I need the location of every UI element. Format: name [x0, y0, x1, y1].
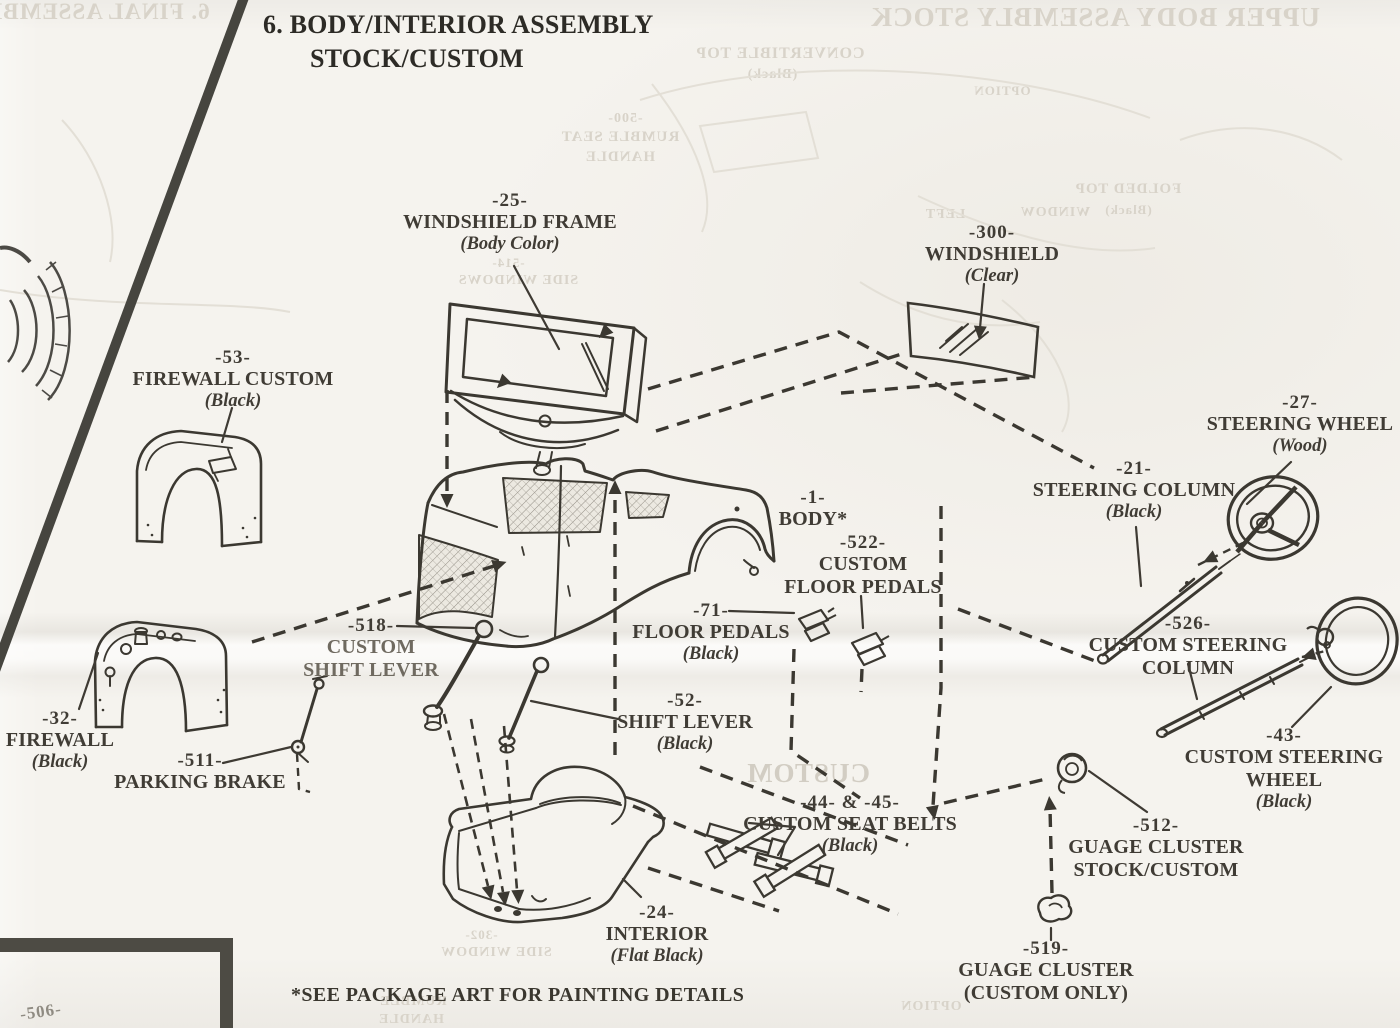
windshield-drawing	[906, 301, 1040, 379]
part-name: WINDSHIELD FRAME	[403, 211, 617, 234]
label-steering-column: -21- STEERING COLUMN (Black)	[1014, 458, 1254, 523]
label-body: -1- BODY*	[743, 487, 883, 531]
part-color-note: (Black)	[31, 752, 89, 773]
part-name: (CUSTOM ONLY)	[963, 982, 1129, 1005]
label-firewall-custom: -53- FIREWALL CUSTOM (Black)	[93, 347, 373, 412]
label-windshield: -300- WINDSHIELD (Clear)	[862, 222, 1122, 287]
label-gauge-cluster-custom: -519- GUAGE CLUSTER (CUSTOM ONLY)	[936, 938, 1156, 1005]
gauge-cluster-custom-drawing	[1037, 894, 1073, 923]
part-number: -24-	[639, 902, 675, 923]
part-name: SHIFT LEVER	[617, 711, 753, 734]
painting-footnote: *SEE PACKAGE ART FOR PAINTING DETAILS	[291, 984, 745, 1006]
part-name: CUSTOM STEERING	[1184, 746, 1384, 769]
label-custom-steering-column: -526- CUSTOM STEERING COLUMN	[1073, 613, 1303, 680]
label-custom-floor-pedals: -522- CUSTOM FLOOR PEDALS	[753, 532, 973, 599]
part-name: BODY*	[778, 508, 848, 531]
part-name: GUAGE CLUSTER	[1068, 836, 1244, 859]
part-number: -512-	[1132, 815, 1180, 836]
part-color-note: (Body Color)	[460, 234, 560, 255]
part-number: -526-	[1164, 613, 1212, 634]
part-name: WHEEL	[1245, 769, 1323, 792]
page-title-line2: STOCK/CUSTOM	[310, 43, 524, 73]
dashed-assembly-lines	[251, 330, 1330, 916]
part-name: COLUMN	[1141, 657, 1235, 680]
part-color-note: (Black)	[1255, 791, 1313, 812]
assembly-direction-arrows	[440, 323, 1317, 906]
part-name: CUSTOM STEERING	[1088, 634, 1288, 657]
part-color-note: (Black)	[821, 836, 879, 857]
custom-floor-pedals-drawing	[850, 631, 890, 667]
part-number: -518-	[347, 615, 395, 636]
part-number: -511-	[177, 750, 223, 771]
part-name: WINDSHIELD	[924, 243, 1060, 266]
label-steering-wheel: -27- STEERING WHEEL (Wood)	[1170, 392, 1400, 457]
part-name: STEERING WHEEL	[1206, 413, 1394, 436]
seat-belts-drawing	[704, 816, 835, 899]
part-color-note: (Clear)	[964, 266, 1020, 287]
page-title: 6. BODY/INTERIOR ASSEMBLY STOCK/CUSTOM	[263, 8, 654, 76]
part-number: -53-	[215, 347, 251, 368]
label-windshield-frame: -25- WINDSHIELD FRAME (Body Color)	[360, 190, 660, 255]
part-name: STOCK/CUSTOM	[1073, 859, 1239, 882]
label-gauge-cluster-stock: -512- GUAGE CLUSTER STOCK/CUSTOM	[1046, 815, 1266, 882]
part-number: -32-	[42, 708, 78, 729]
label-leader-lines	[77, 264, 1333, 942]
windshield-frame-drawing	[444, 302, 648, 476]
part-number: -71-	[693, 600, 729, 621]
part-name: PARKING BRAKE	[114, 771, 286, 794]
page-title-line1: 6. BODY/INTERIOR ASSEMBLY	[263, 10, 654, 39]
label-parking-brake: -511- PARKING BRAKE	[100, 750, 300, 794]
panel-border-vertical	[220, 938, 233, 1028]
part-color-note: (Black)	[656, 734, 714, 755]
part-name: GUAGE CLUSTER	[958, 959, 1134, 982]
steering-wheel-drawing	[1226, 475, 1320, 561]
tire-sketch	[0, 245, 71, 401]
part-number: -44- & -45-	[800, 792, 900, 813]
bleedthrough-sketch-lines	[0, 69, 1343, 433]
gauge-cluster-stock-drawing	[1056, 752, 1088, 794]
part-name: SHIFT LEVER	[303, 659, 439, 682]
steering-column-drawing	[1096, 553, 1241, 665]
part-name: CUSTOM	[818, 553, 908, 576]
part-color-note: (Flat Black)	[610, 946, 704, 967]
label-custom-seat-belts: -44- & -45- CUSTOM SEAT BELTS (Black)	[710, 792, 990, 857]
part-number: -27-	[1282, 392, 1318, 413]
part-color-note: (Black)	[682, 644, 740, 665]
part-name: FIREWALL CUSTOM	[132, 368, 334, 391]
part-name: FLOOR PEDALS	[632, 621, 790, 644]
part-number: -21-	[1116, 458, 1152, 479]
page-fold-dark-line	[0, 0, 249, 672]
label-custom-steering-wheel: -43- CUSTOM STEERING WHEEL (Black)	[1154, 725, 1400, 813]
floor-pedals-drawing	[797, 607, 837, 643]
firewall-drawing	[93, 620, 229, 733]
label-interior: -24- INTERIOR (Flat Black)	[567, 902, 747, 967]
label-custom-shift-lever: -518- CUSTOM SHIFT LEVER	[291, 615, 451, 682]
part-number: -43-	[1266, 725, 1302, 746]
firewall-custom-drawing	[135, 429, 263, 548]
panel-border-horizontal	[0, 938, 233, 952]
label-firewall: -32- FIREWALL (Black)	[0, 708, 130, 773]
part-number: -52-	[667, 690, 703, 711]
part-color-note: (Black)	[1105, 502, 1163, 523]
part-number: -522-	[839, 532, 887, 553]
label-shift-lever: -52- SHIFT LEVER (Black)	[595, 690, 775, 755]
part-number: -25-	[492, 190, 528, 211]
body-drawing	[415, 457, 776, 649]
shift-lever-drawings	[422, 619, 550, 754]
part-name: CUSTOM SEAT BELTS	[743, 813, 957, 836]
label-floor-pedals: -71- FLOOR PEDALS (Black)	[601, 600, 821, 665]
part-color-note: (Black)	[204, 391, 262, 412]
part-number: -300-	[968, 222, 1016, 243]
part-name: STEERING COLUMN	[1032, 479, 1236, 502]
custom-steering-wheel-drawing	[1306, 596, 1399, 686]
part-color-note: (Wood)	[1272, 436, 1328, 457]
part-number: -519-	[1022, 938, 1070, 959]
part-name: FIREWALL	[5, 729, 115, 752]
part-name: CUSTOM	[326, 636, 416, 659]
part-number: -1-	[800, 487, 826, 508]
interior-drawing	[442, 765, 665, 924]
part-name: FLOOR PEDALS	[784, 576, 942, 599]
part-name: INTERIOR	[605, 923, 709, 946]
